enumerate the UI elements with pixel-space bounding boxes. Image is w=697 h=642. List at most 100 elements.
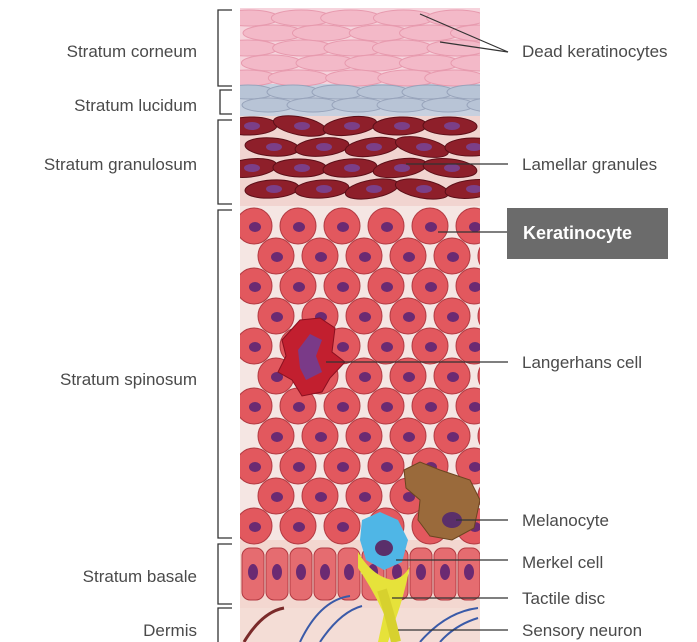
lucidum-cell <box>312 85 364 99</box>
keratinocyte-nucleus <box>271 432 283 442</box>
keratinocyte-nucleus <box>447 312 459 322</box>
lucidum-cell <box>242 98 294 112</box>
dead-keratinocyte <box>268 70 328 86</box>
lamellar-granule-nucleus <box>316 185 332 193</box>
dead-keratinocyte <box>450 25 510 41</box>
keratinocyte-cell <box>478 298 514 334</box>
keratinocyte-nucleus <box>491 372 503 382</box>
keratinocyte-cell <box>478 418 514 454</box>
keratinocyte-nucleus <box>381 222 393 232</box>
lamellar-granule-nucleus <box>366 185 382 193</box>
lamellar-granule-nucleus <box>466 143 482 151</box>
dead-keratinocyte <box>321 10 381 26</box>
lucidum-cell <box>287 98 339 112</box>
keratinocyte-nucleus <box>315 252 327 262</box>
structure-label-dead-keratinocytes: Dead keratinocytes <box>522 42 668 62</box>
keratinocyte-nucleus <box>469 402 481 412</box>
lucidum-cell <box>357 85 409 99</box>
layer-label-basale: Stratum basale <box>83 567 197 587</box>
lamellar-granule-nucleus <box>266 185 282 193</box>
layer-label-corneum: Stratum corneum <box>67 42 197 62</box>
keratinocyte-nucleus <box>403 432 415 442</box>
dead-keratinocyte <box>425 70 485 86</box>
lucidum-cell <box>467 98 519 112</box>
lamellar-granule-nucleus <box>316 143 332 151</box>
dead-keratinocyte <box>373 10 433 26</box>
lamellar-granule-nucleus <box>344 122 360 130</box>
keratinocyte-nucleus <box>425 402 437 412</box>
bracket-granulosum <box>218 120 232 204</box>
basal-nucleus <box>248 564 258 580</box>
dead-keratinocyte <box>372 40 432 56</box>
keratinocyte-nucleus <box>271 252 283 262</box>
keratinocyte-nucleus <box>337 282 349 292</box>
structure-label-sensory-neuron: Sensory neuron <box>522 621 642 641</box>
lamellar-granule-nucleus <box>444 164 460 172</box>
keratinocyte-nucleus <box>249 462 261 472</box>
lamellar-granule-nucleus <box>366 143 382 151</box>
lucidum-cell <box>447 85 499 99</box>
structure-label-keratinocyte: Keratinocyte <box>507 208 668 259</box>
dead-keratinocyte <box>427 10 487 26</box>
keratinocyte-nucleus <box>491 252 503 262</box>
structure-label-melanocyte: Melanocyte <box>522 511 609 531</box>
keratinocyte-nucleus <box>491 432 503 442</box>
keratinocyte-nucleus <box>491 492 503 502</box>
basal-nucleus <box>344 564 354 580</box>
lucidum-cells <box>222 85 519 112</box>
keratinocyte-nucleus <box>491 312 503 322</box>
keratinocyte-nucleus <box>315 432 327 442</box>
bracket-dermis <box>218 608 232 642</box>
keratinocyte-nucleus <box>293 402 305 412</box>
keratinocyte-nucleus <box>293 282 305 292</box>
dead-keratinocyte <box>345 55 405 71</box>
keratinocyte-nucleus <box>293 462 305 472</box>
keratinocyte-nucleus <box>293 522 305 532</box>
lucidum-cell <box>422 98 474 112</box>
structure-label-merkel-cell: Merkel cell <box>522 553 603 573</box>
lamellar-granule-nucleus <box>416 143 432 151</box>
keratinocyte-nucleus <box>381 282 393 292</box>
basal-nucleus <box>464 564 474 580</box>
structure-label-tactile-disc: Tactile disc <box>522 589 605 609</box>
lucidum-cell <box>377 98 429 112</box>
dead-keratinocyte <box>292 25 352 41</box>
keratinocyte-nucleus <box>249 282 261 292</box>
lamellar-granule-nucleus <box>344 164 360 172</box>
keratinocyte-nucleus <box>403 312 415 322</box>
keratinocyte-nucleus <box>337 222 349 232</box>
dead-keratinocyte <box>399 55 459 71</box>
keratinocyte-nucleus <box>469 462 481 472</box>
keratinocyte-nucleus <box>271 312 283 322</box>
keratinocyte-nucleus <box>337 522 349 532</box>
lamellar-granule-nucleus <box>416 185 432 193</box>
keratinocyte-cell <box>478 478 514 514</box>
lucidum-cell <box>267 85 319 99</box>
dead-keratinocyte <box>241 55 301 71</box>
keratinocyte-nucleus <box>469 342 481 352</box>
dead-keratinocyte <box>451 55 511 71</box>
keratinocyte-nucleus <box>359 372 371 382</box>
structure-label-lamellar-granules: Lamellar granules <box>522 155 657 175</box>
keratinocyte-nucleus <box>359 432 371 442</box>
keratinocyte-nucleus <box>403 252 415 262</box>
keratinocyte-nucleus <box>469 282 481 292</box>
merkel-nucleus <box>375 540 393 556</box>
keratinocyte-nucleus <box>447 372 459 382</box>
keratinocyte-nucleus <box>249 342 261 352</box>
keratinocyte-nucleus <box>425 282 437 292</box>
keratinocyte-nucleus <box>425 222 437 232</box>
keratinocyte-nucleus <box>359 312 371 322</box>
bracket-lucidum <box>220 90 232 114</box>
lamellar-granule-nucleus <box>394 164 410 172</box>
lamellar-granule-nucleus <box>294 164 310 172</box>
keratinocyte-nucleus <box>359 252 371 262</box>
basal-nucleus <box>320 564 330 580</box>
lamellar-granule-nucleus <box>466 185 482 193</box>
bracket-basale <box>218 544 232 604</box>
basal-nucleus <box>440 564 450 580</box>
keratinocyte-nucleus <box>271 492 283 502</box>
basal-nucleus <box>416 564 426 580</box>
layer-brackets <box>218 10 232 642</box>
